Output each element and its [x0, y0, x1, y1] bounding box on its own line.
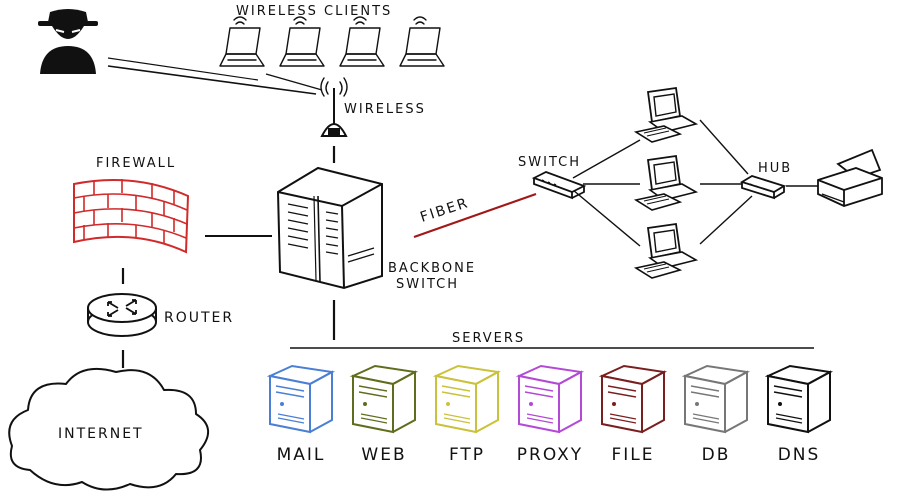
fiber-label: FIBER	[418, 195, 471, 226]
wireless-antenna-icon	[320, 77, 348, 137]
link-clients-wireless	[265, 73, 323, 91]
wireless-label: WIRELESS	[344, 102, 426, 117]
server-label-dns: DNS	[778, 445, 821, 465]
server-label-mail: MAIL	[277, 445, 326, 465]
server-label-db: DB	[702, 445, 731, 465]
server-icon	[681, 364, 751, 434]
server-icon	[515, 364, 585, 434]
server-label-web: WEB	[361, 445, 406, 465]
router-icon	[87, 293, 157, 337]
servers-label: SERVERS	[452, 331, 525, 346]
backbone-label-line2: SWITCH	[396, 277, 459, 292]
printer-icon	[817, 148, 883, 207]
link-ws3-hub	[699, 195, 753, 245]
desktop-computer-icon	[633, 154, 699, 211]
server-icon	[764, 364, 834, 434]
server-icon	[432, 364, 502, 434]
backbone-switch-icon	[276, 166, 383, 290]
server-icon	[266, 364, 336, 434]
laptop-icon	[339, 16, 385, 67]
internet-label: INTERNET	[58, 426, 144, 442]
link-ws1-hub	[699, 119, 749, 175]
backbone-label-line1: BACKBONE	[388, 261, 476, 276]
cloud-icon	[8, 368, 209, 491]
wireless-clients	[219, 16, 445, 67]
laptop-icon	[399, 16, 445, 67]
hub-icon	[739, 175, 787, 200]
fiber-link	[413, 192, 537, 239]
link-switch-ws3	[572, 189, 641, 247]
desktop-computer-icon	[633, 86, 699, 143]
hacker-icon	[38, 9, 98, 74]
switch-label: SWITCH	[518, 155, 581, 170]
laptop-icon	[279, 16, 325, 67]
wireless-clients-label: WIRELESS CLIENTS	[236, 4, 392, 19]
router-label: ROUTER	[164, 310, 234, 326]
link-attacker-wireless	[107, 65, 317, 95]
server-icon	[349, 364, 419, 434]
switch-icon	[531, 171, 587, 200]
brick-wall-icon	[73, 179, 190, 254]
desktop-computer-icon	[633, 222, 699, 279]
hub-label: HUB	[758, 161, 792, 176]
server-label-file: FILE	[611, 445, 654, 465]
link-attacker-wireless-2	[107, 57, 259, 81]
connection-lines	[107, 57, 818, 368]
server-label-proxy: PROXY	[517, 445, 583, 465]
firewall-label: FIREWALL	[96, 156, 176, 171]
server-row: MAIL WEB FTP PROXY FILE DB DNS	[266, 364, 834, 465]
server-label-ftp: FTP	[449, 445, 485, 465]
server-icon	[598, 364, 668, 434]
laptop-icon	[219, 16, 265, 67]
link-switch-ws1	[572, 139, 641, 179]
